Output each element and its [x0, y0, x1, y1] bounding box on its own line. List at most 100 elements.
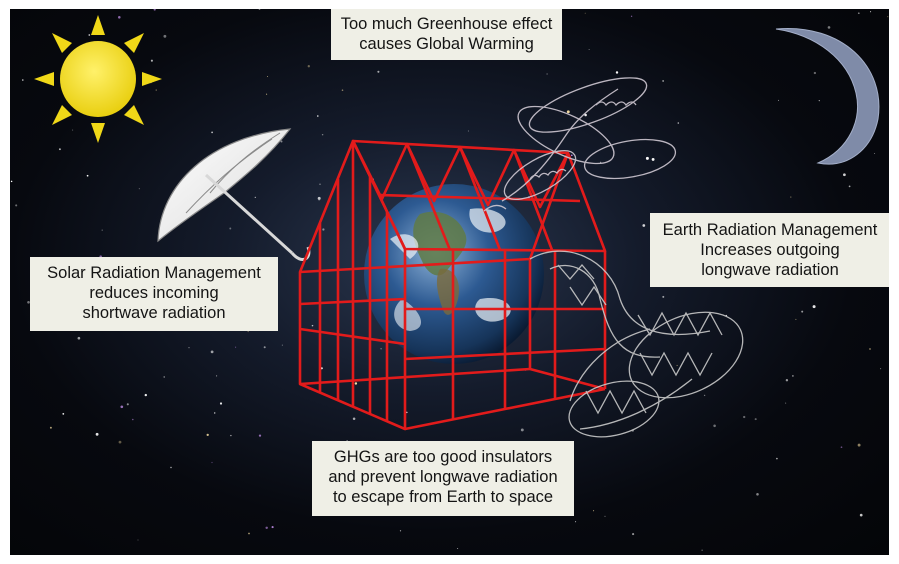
label-line: to escape from Earth to space [332, 488, 554, 506]
star [399, 530, 402, 532]
label-line: Too much Greenhouse effect [340, 15, 553, 33]
star [213, 412, 216, 414]
star [857, 12, 860, 15]
star [840, 446, 843, 449]
star [662, 295, 665, 298]
star [575, 521, 577, 523]
star [10, 180, 13, 183]
star [27, 300, 30, 304]
star [150, 59, 153, 62]
star [206, 433, 209, 437]
star [319, 183, 321, 185]
star [676, 364, 678, 366]
label-line: Earth Radiation Management [662, 221, 878, 239]
label-earth-radiation-management: Earth Radiation Management Increases out… [650, 213, 889, 287]
star [266, 93, 268, 95]
star [776, 457, 778, 460]
star [352, 417, 356, 421]
star [230, 434, 232, 437]
star [843, 173, 846, 177]
star [248, 532, 250, 535]
star [790, 196, 792, 198]
star [49, 426, 52, 429]
star [467, 130, 469, 132]
star [701, 549, 703, 551]
sun-icon [34, 15, 162, 143]
label-solar-radiation-management: Solar Radiation Management reduces incom… [30, 257, 278, 331]
star [155, 89, 157, 91]
star [254, 196, 256, 199]
star [615, 71, 619, 74]
star [86, 174, 89, 177]
label-line: longwave radiation [701, 261, 839, 279]
label-line: shortwave radiation [82, 304, 226, 322]
star [642, 224, 646, 227]
star [651, 157, 655, 161]
star [144, 393, 147, 397]
star [229, 227, 232, 230]
star [887, 16, 889, 18]
star [258, 434, 262, 437]
star [216, 375, 218, 377]
star [380, 348, 382, 350]
star [520, 428, 524, 432]
star [812, 305, 816, 309]
star [795, 318, 797, 320]
star [311, 324, 314, 327]
star [258, 9, 261, 10]
star [754, 418, 757, 421]
mesh-tube-icon [529, 250, 744, 438]
star [857, 443, 861, 447]
star [406, 411, 408, 414]
star [132, 418, 134, 421]
star [600, 161, 602, 163]
star [377, 70, 380, 73]
star [219, 402, 223, 405]
star [118, 440, 122, 444]
star [588, 49, 590, 51]
diagram-canvas: Too much Greenhouse effect causes Global… [10, 9, 889, 555]
star [880, 368, 882, 370]
star [874, 153, 876, 154]
star [632, 533, 635, 536]
star [137, 539, 139, 541]
label-line: Increases outgoing [700, 241, 840, 259]
moon-icon [775, 27, 880, 165]
star [120, 405, 124, 409]
star [801, 310, 804, 313]
star [645, 156, 649, 160]
star [58, 148, 61, 151]
star [778, 99, 779, 101]
label-ghg-insulators: GHGs are too good insulators and prevent… [312, 441, 574, 516]
star [95, 432, 99, 436]
label-line: GHGs are too good insulators [333, 448, 553, 466]
umbrella-icon [157, 128, 311, 262]
star [354, 382, 358, 385]
star [118, 16, 121, 19]
star [247, 331, 249, 333]
star [235, 346, 237, 348]
star [271, 526, 274, 529]
star [188, 347, 190, 349]
star [153, 9, 156, 11]
star [571, 154, 573, 157]
label-line: Solar Radiation Management [47, 264, 261, 282]
label-greenhouse-effect: Too much Greenhouse effect causes Global… [331, 9, 562, 60]
star [263, 346, 266, 349]
label-line: causes Global Warming [359, 35, 534, 53]
star [317, 115, 319, 117]
star [827, 26, 831, 29]
star [280, 140, 283, 143]
star [743, 415, 746, 419]
star [662, 80, 664, 82]
star [869, 348, 871, 350]
label-line: and prevent longwave radiation [328, 468, 558, 486]
label-line: reduces incoming [89, 284, 219, 302]
star [546, 73, 548, 75]
star [813, 71, 817, 75]
star [584, 12, 586, 14]
star [566, 110, 570, 114]
star [713, 424, 716, 428]
star [138, 188, 140, 190]
star [630, 15, 633, 17]
